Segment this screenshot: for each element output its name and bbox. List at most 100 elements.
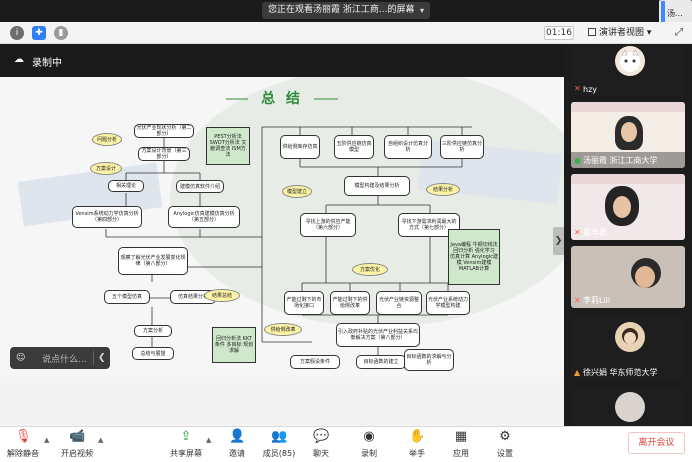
invite-button[interactable]: 👤 邀请 — [226, 429, 248, 459]
oval-problem: 问题分析 — [92, 133, 122, 146]
corner-user-name: 汤... — [667, 9, 683, 18]
members-label: 成员(85) — [262, 449, 296, 458]
record-label: 录制 — [361, 449, 377, 458]
chat-button[interactable]: 💬 聊天 — [310, 429, 332, 459]
participant-tile[interactable]: ✕ hzy — [571, 44, 685, 96]
participant-tile[interactable] — [571, 388, 685, 426]
node-plan-cond: 方案假设条件 — [290, 355, 340, 369]
share-screen-label: 共享屏幕 — [170, 449, 202, 458]
gear-icon: ⚙ — [499, 429, 511, 444]
node-summary-outlook: 总结与展望 — [132, 347, 174, 360]
green-box-regression: 回归分析法 KKT条件 多目标 规划求解 — [212, 327, 256, 363]
expand-panel-button[interactable]: ❯ — [553, 227, 564, 255]
node-upstream-left: 产能过剩下的市场化接口 — [284, 291, 324, 315]
speaker-view-button[interactable]: 演讲者视图 ▾ — [588, 26, 662, 40]
node-five-model: 五个模型仿真 — [104, 290, 150, 304]
oval-plan-opt: 方案优化 — [352, 263, 388, 276]
participant-name: 徐兴娟 华东师范大学 — [583, 368, 658, 377]
fullscreen-icon[interactable]: ⤢ — [675, 27, 683, 38]
node-model-right: 光伏产业系统动力学模型构建 — [426, 291, 470, 315]
camera-off-icon: 📹 — [69, 429, 86, 444]
node-plan-design: 方案设计背景（第三部分） — [138, 147, 190, 161]
mic-muted-icon: ✕ — [574, 84, 581, 93]
chat-placeholder[interactable]: 说点什么... — [42, 355, 87, 365]
recording-label: 录制中 — [32, 58, 62, 69]
girl-avatar-icon — [622, 328, 638, 344]
leave-meeting-button[interactable]: 离开会议 — [628, 432, 685, 454]
node-module-chain: 五阶供应链仿真模型 — [334, 135, 374, 159]
mic-muted-icon: ✕ — [574, 296, 581, 305]
slide-summary-diagram: 总 结 光伏产业现状分析（第二部分） 方案设计背景（第三部分） 相关理论 建模仿… — [0, 77, 564, 377]
video-person-face — [635, 266, 655, 288]
chat-label: 聊天 — [313, 449, 329, 458]
invite-icon: 👤 — [229, 429, 246, 444]
hand-icon: ✋ — [409, 429, 426, 444]
speaker-view-label: 演讲者视图 — [599, 28, 645, 38]
info-icon[interactable]: i — [10, 26, 24, 40]
participant-tile[interactable]: ● 汤丽霞 浙江工商大学 — [571, 102, 685, 168]
participant-name: 李莉Lili — [583, 296, 611, 305]
apps-button[interactable]: ▦ 应用 — [450, 429, 472, 459]
emoji-icon[interactable]: ☺ — [16, 353, 26, 363]
node-system-model: 供给侧库存仿真 — [280, 135, 320, 159]
shared-screen: ☁ 录制中 — [0, 44, 564, 426]
meeting-timer: 01:16 — [544, 26, 574, 40]
video-person-face — [621, 122, 637, 142]
node-industry-status: 光伏产业现状分析（第二部分） — [134, 124, 194, 138]
node-model-build: 模型构建及结果分析 — [344, 176, 410, 196]
raise-hand-button[interactable]: ✋ 举手 — [406, 429, 428, 459]
node-plan-analysis: 方案分析 — [134, 325, 172, 337]
oval-result-summary: 结果总结 — [204, 289, 240, 302]
mic-off-icon: 🎙 — [15, 429, 32, 444]
person-icon: ▲ — [574, 368, 581, 377]
start-video-button[interactable]: 📹 开启视频 — [60, 429, 94, 459]
avatar — [615, 46, 645, 76]
video-banner — [571, 174, 685, 184]
apps-grid-icon: ▦ — [454, 429, 468, 444]
chat-input-box[interactable]: ☺ 说点什么... ❮ — [10, 347, 110, 369]
mic-muted-icon: ✕ — [574, 228, 581, 237]
video-person-face — [613, 196, 631, 218]
slide-title: 总 结 — [261, 91, 303, 107]
settings-button[interactable]: ⚙ 设置 — [494, 429, 516, 459]
participant-name: 姚丰君 — [583, 228, 607, 237]
mic-active-icon: ● — [574, 156, 581, 165]
cat-avatar-icon — [620, 49, 640, 72]
settings-label: 设置 — [497, 449, 513, 458]
chevron-up-icon[interactable]: ▲ — [206, 436, 212, 444]
unmute-label: 解除静音 — [7, 449, 39, 458]
participant-tile[interactable]: ▲ 徐兴娟 华东师范大学 — [571, 316, 685, 380]
share-screen-button[interactable]: ⇪ 共享屏幕 — [168, 429, 204, 459]
avatar — [615, 392, 645, 422]
chevron-left-icon[interactable]: ❮ — [98, 353, 106, 363]
green-box-java: Java编程 牛顿切线法 回归分析 强化学习 仿真计算 Anylogic建模 V… — [448, 229, 500, 285]
shield-icon[interactable]: ✚ — [32, 26, 46, 40]
node-sync-upgrade: 寻找上游的供应产能（第六部分） — [300, 213, 356, 237]
share-banner-text: 您正在观看汤丽霞 浙江工商...的屏幕 — [268, 5, 415, 15]
node-coop-model: 自组织设计仿真分析 — [384, 135, 432, 159]
participant-tile[interactable]: ✕ 姚丰君 — [571, 174, 685, 240]
record-button[interactable]: ◉ 录制 — [358, 429, 380, 459]
chevron-up-icon[interactable]: ▲ — [44, 436, 50, 444]
chevron-up-icon[interactable]: ▲ — [98, 436, 104, 444]
signal-icon[interactable]: ▮ — [54, 26, 68, 40]
members-icon: 👥 — [271, 429, 288, 444]
chat-divider — [93, 351, 94, 365]
raise-hand-label: 举手 — [409, 449, 425, 458]
node-combine-solve: 观察了解光伏产业发展变化规律（第八部分） — [118, 247, 188, 275]
chevron-down-icon[interactable]: ▾ — [419, 6, 424, 15]
participant-tile[interactable]: ✕ 李莉Lili — [571, 246, 685, 308]
invite-label: 邀请 — [229, 449, 245, 458]
node-model-method: 建模仿真软件介绍 — [176, 180, 224, 193]
bottom-bar: 🎙 解除静音 ▲ 📹 开启视频 ▲ ⇪ 共享屏幕 ▲ 👤 邀请 👥 成员(85)… — [0, 426, 692, 462]
oval-dynamic: 供给侧改革 — [264, 323, 302, 336]
start-video-label: 开启视频 — [61, 449, 93, 458]
members-button[interactable]: 👥 成员(85) — [262, 429, 296, 459]
share-banner[interactable]: 您正在观看汤丽霞 浙江工商...的屏幕 — [262, 2, 430, 19]
oval-model-build: 模型建立 — [282, 185, 312, 198]
avatar — [615, 322, 645, 352]
unmute-button[interactable]: 🎙 解除静音 — [6, 429, 40, 459]
name-strip — [571, 152, 685, 168]
record-icon: ◉ — [363, 429, 375, 444]
participant-list: ✕ hzy ● 汤丽霞 浙江工商大学 ✕ 姚丰君 ✕ 李莉Lili ▲ 徐兴娟 … — [564, 44, 692, 426]
